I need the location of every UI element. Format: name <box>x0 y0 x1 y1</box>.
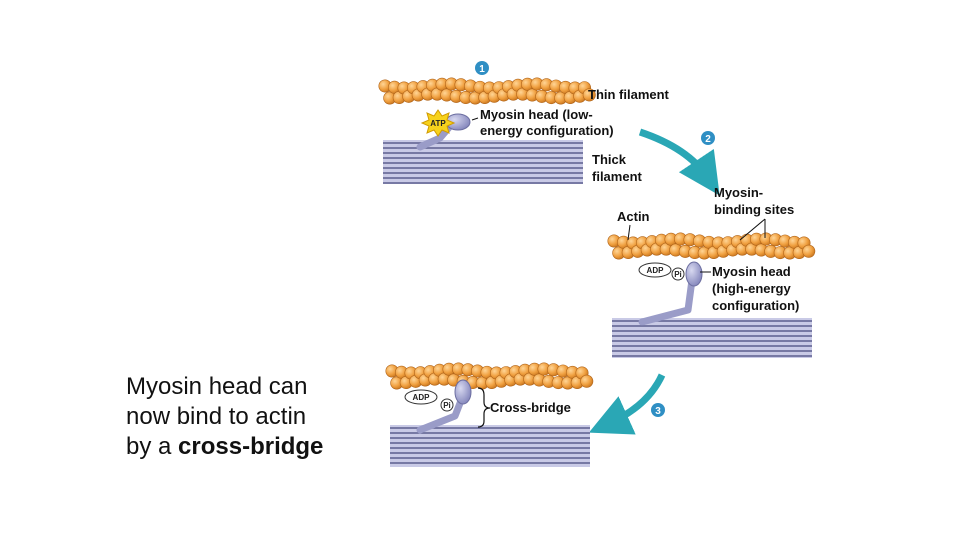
caption-line-3: by a cross-bridge <box>126 432 386 462</box>
panel-step-2: ADP Pi Myosin- binding sites Actin Myosi… <box>607 185 816 358</box>
transition-arrow-2: 2 <box>638 128 720 196</box>
caption-line-3-prefix: by a <box>126 433 179 460</box>
myosin-head-high-energy <box>638 261 703 326</box>
pi-label-3: Pi <box>443 401 451 410</box>
thin-filament-label: Thin filament <box>588 87 670 102</box>
caption-line-1: Myosin head can <box>126 373 308 400</box>
adp-label-2: ADP <box>647 266 665 275</box>
panel-step-1: ATP 1 Thin filament Myosin head (low- en… <box>378 61 670 184</box>
caption-cross-bridge-term: cross-bridge <box>178 433 324 460</box>
thick-filament-1 <box>383 140 583 184</box>
myosin-head-low-label-line2: energy configuration) <box>480 123 614 138</box>
myosin-head-low-label-line1: Myosin head (low- <box>480 107 593 122</box>
adp-pi-molecule-2: ADP Pi <box>638 262 685 281</box>
step-2-badge <box>701 131 715 145</box>
thick-filament-label-line2: filament <box>592 169 643 184</box>
myosin-head-high-label-line2: (high-energy <box>712 281 791 296</box>
step-3-number: 3 <box>655 406 661 417</box>
thin-filament-2 <box>607 232 816 260</box>
adp-pi-molecule-3: ADP Pi <box>404 389 454 412</box>
adp-label-3: ADP <box>413 393 431 402</box>
step-1-badge <box>475 61 489 75</box>
myosin-head-high-label-line1: Myosin head <box>712 264 791 279</box>
step-3-badge <box>651 403 665 417</box>
myosin-head-bound <box>416 379 472 434</box>
atp-molecule: ATP <box>420 109 456 137</box>
cross-bridge-brace <box>477 387 491 428</box>
pi-label-2: Pi <box>674 270 682 279</box>
binding-sites-label-line1: Myosin- <box>714 185 763 200</box>
thin-filament-1 <box>378 77 596 105</box>
transition-arrow-3: 3 <box>588 373 666 435</box>
step-1-number: 1 <box>479 64 485 75</box>
thin-filament-3 <box>385 362 594 390</box>
cross-bridge-label: Cross-bridge <box>490 400 571 415</box>
step-2-number: 2 <box>705 134 711 145</box>
myosin-head-high-label-line3: configuration) <box>712 298 799 313</box>
actin-label: Actin <box>617 209 650 224</box>
caption-line-2: now bind to actin <box>126 403 307 430</box>
caption: Myosin head can now bind to actin by a c… <box>126 372 386 462</box>
binding-sites-label-line2: binding sites <box>714 202 794 217</box>
panel-step-3: ADP Pi Cross-bridge <box>385 362 594 467</box>
atp-label: ATP <box>430 119 446 128</box>
thick-filament-label-line1: Thick <box>592 152 627 167</box>
